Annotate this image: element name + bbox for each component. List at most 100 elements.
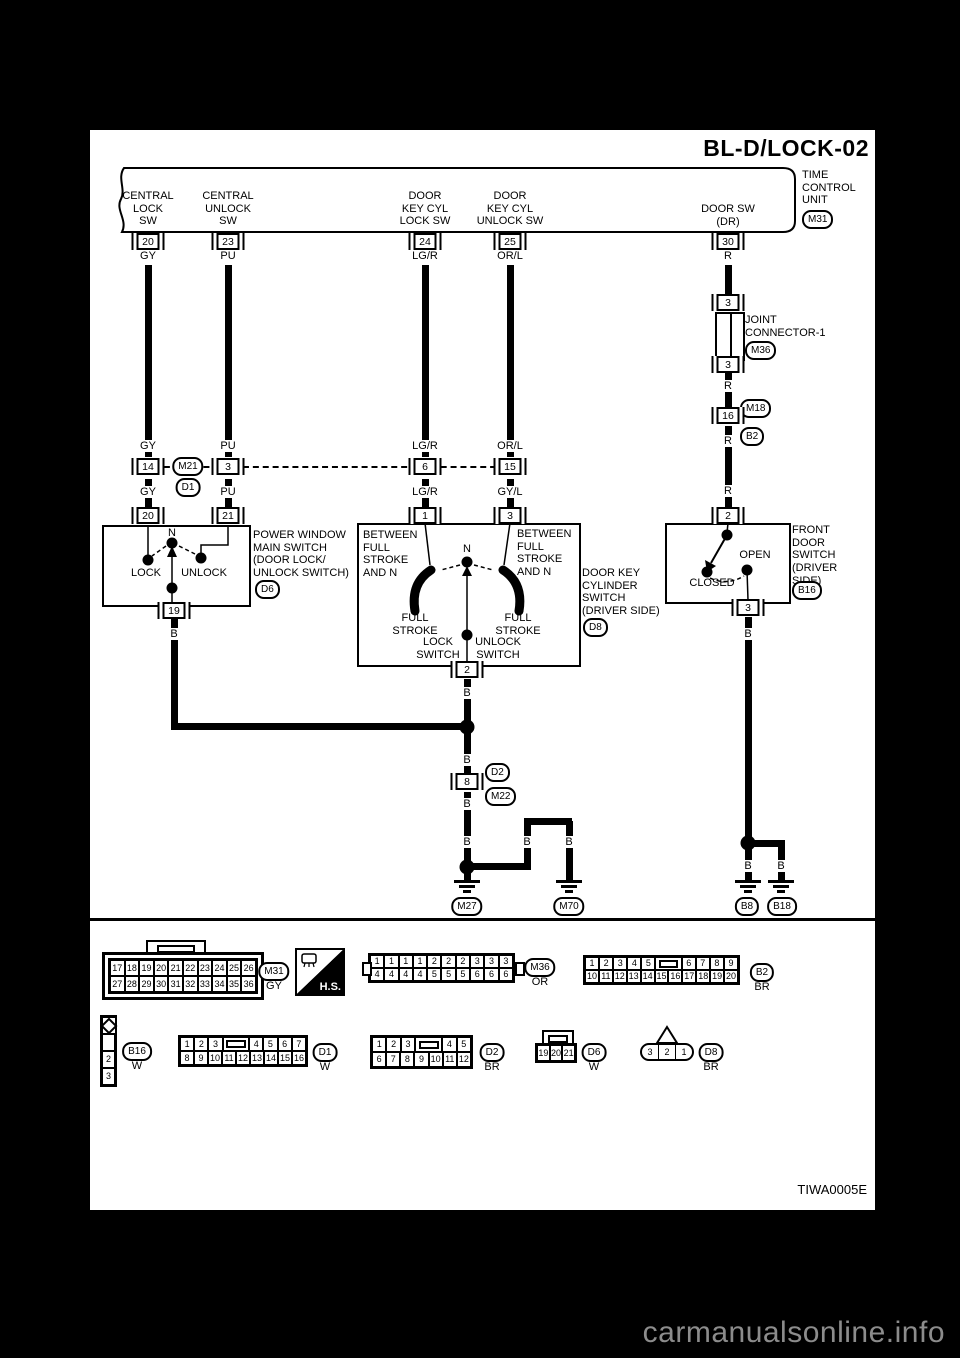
pinout-cell: 18 xyxy=(696,970,711,983)
wire-color-label: B xyxy=(742,860,754,873)
pw-switch-lock-label: LOCK xyxy=(131,567,161,579)
pw-switch-pin-bottom: 19 xyxy=(157,602,191,619)
pinout-cell: 5 xyxy=(456,1037,471,1052)
key-cyl-pin: 3 xyxy=(493,507,527,524)
pinout-cell: 9 xyxy=(194,1051,208,1065)
tcu-pin: 20 xyxy=(131,233,165,250)
pinout-cell: 5 xyxy=(441,968,456,981)
pinout-connector-id: M36 xyxy=(524,958,556,977)
diagram-code: TIWA0005E xyxy=(797,1182,867,1197)
pinout-cell: 4 xyxy=(627,957,642,970)
wire-lgr xyxy=(422,265,429,457)
pinout-cell: 4 xyxy=(249,1037,264,1051)
wire-color-label: B xyxy=(461,798,473,811)
ground-symbol xyxy=(768,880,794,895)
pinout-cell: 33 xyxy=(197,976,213,992)
page-title: BL-D/LOCK-02 xyxy=(703,135,869,161)
wire-color-label: B xyxy=(461,687,473,700)
pinout-cell: 6 xyxy=(372,1052,387,1067)
inline-connector-id: D2 xyxy=(485,763,510,782)
inline-connector-pin: 8 xyxy=(450,773,484,790)
pinout-cell: 6 xyxy=(681,957,696,970)
door-switch-closed-label: CLOSED xyxy=(689,577,735,589)
wire-b xyxy=(464,792,471,870)
joint-connector-label: JOINT CONNECTOR-1 xyxy=(745,314,826,339)
pinout-cell: 2 xyxy=(658,1045,675,1059)
key-cyl-internal-diagram xyxy=(409,522,525,663)
wire-color-label: B xyxy=(168,628,180,641)
tcu-pin: 25 xyxy=(493,233,527,250)
joint-connector-id: M36 xyxy=(745,341,777,360)
pinout-cell: 21 xyxy=(562,1045,576,1061)
splice-pin: 6 xyxy=(408,458,442,475)
key-cyl-n-label: N xyxy=(463,543,471,555)
key-cyl-connector-id: D8 xyxy=(583,618,608,637)
pinout-cell: 9 xyxy=(414,1052,429,1067)
pinout-cell: 20 xyxy=(153,960,169,976)
pinout-cell: 23 xyxy=(197,960,213,976)
wire-color-label: B xyxy=(563,836,575,849)
wire-color-label: R xyxy=(722,485,734,498)
wire-r xyxy=(725,426,732,508)
wire-color-label: PU xyxy=(218,440,238,453)
tcu-terminal-label: CENTRAL UNLOCK SW xyxy=(202,190,254,228)
pinout-cell: 7 xyxy=(386,1052,401,1067)
key-cyl-switch-label: DOOR KEY CYLINDER SWITCH (DRIVER SIDE) xyxy=(582,567,660,617)
door-switch-connector-id: B16 xyxy=(792,581,822,600)
wire-color-label: PU xyxy=(218,250,238,263)
pinout-cell: 34 xyxy=(212,976,227,992)
door-switch-internal-diagram xyxy=(701,522,753,601)
pinout-cell: 10 xyxy=(585,970,599,983)
wire-b xyxy=(171,723,471,730)
wire-b xyxy=(748,840,784,847)
wire-b xyxy=(464,679,471,731)
pinout-cell: 1 xyxy=(180,1037,195,1051)
pw-switch-internal-diagram xyxy=(142,525,229,603)
wire-color-label: R xyxy=(722,380,734,393)
pinout-connector-id: D6 xyxy=(581,1043,607,1062)
pinout-cell: 13 xyxy=(250,1051,264,1065)
pinout-connector-id: D2 xyxy=(479,1043,505,1062)
pinout-cell: 3 xyxy=(484,955,499,968)
pinout-wire-color: BR xyxy=(703,1061,719,1073)
pinout-connector-id: B2 xyxy=(749,963,775,982)
watermark: carmanualsonline.info xyxy=(642,1316,945,1349)
pinout-cell: 19 xyxy=(710,970,725,983)
pinout-cell: 5 xyxy=(641,957,656,970)
pinout-cell: 3 xyxy=(208,1037,223,1051)
pinout-cell: 35 xyxy=(226,976,242,992)
pinout-cell: 22 xyxy=(182,960,198,976)
pinout-cell: 21 xyxy=(168,960,183,976)
splice-pin: 3 xyxy=(211,458,245,475)
key-cyl-pin-bottom: 2 xyxy=(450,661,484,678)
pinout-cell: 16 xyxy=(668,970,683,983)
pinout-cell: 20 xyxy=(724,970,738,983)
wire-color-label: B xyxy=(775,860,787,873)
wire-b xyxy=(566,821,573,880)
inline-connector-pin: 16 xyxy=(711,407,745,424)
pinout-cell: 13 xyxy=(626,970,641,983)
ground-symbol xyxy=(454,880,480,895)
tcu-pin: 30 xyxy=(711,233,745,250)
pinout-cell: 2 xyxy=(599,957,614,970)
pinout-cell: 25 xyxy=(226,960,242,976)
splice-pin: 14 xyxy=(131,458,165,475)
key-cyl-between-left: BETWEEN FULL STROKE AND N xyxy=(363,529,418,579)
pinout-cell: 8 xyxy=(180,1051,194,1065)
pinout-cell: 1 xyxy=(398,955,413,968)
ground-connector-id: B8 xyxy=(734,897,760,916)
wire-color-label: OR/L xyxy=(495,250,525,263)
wire-b xyxy=(464,870,471,880)
pinout-cell: 5 xyxy=(455,968,471,981)
pinout-cell: 1 xyxy=(412,955,428,968)
pinout-cell: 1 xyxy=(370,955,385,968)
pinout-cell: 2 xyxy=(441,955,456,968)
pinout-cell: 29 xyxy=(139,976,154,992)
pinout-cell: 6 xyxy=(484,968,499,981)
pinout-cell: 8 xyxy=(709,957,724,970)
wire-orl xyxy=(507,265,514,457)
wire-gy xyxy=(145,265,152,457)
